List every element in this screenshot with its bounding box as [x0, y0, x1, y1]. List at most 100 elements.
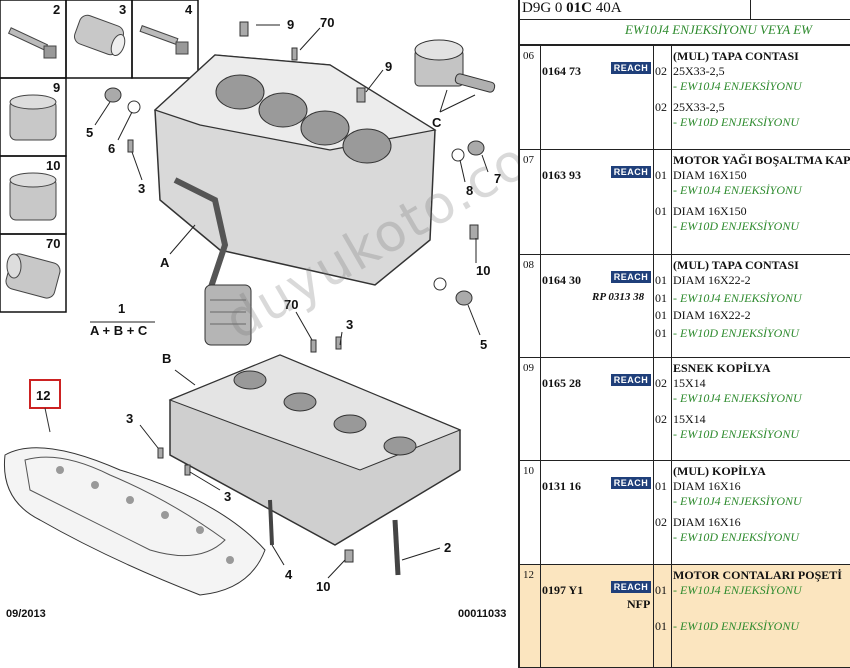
date-code: 09/2013 [6, 608, 46, 620]
quantity: 01 [655, 168, 667, 182]
part-reference-alt: RP 0313 38 [592, 291, 645, 303]
dowel-10-icon [9, 172, 57, 221]
column-divider [671, 461, 672, 564]
callout-9-top: 9 [287, 17, 295, 32]
engine-variant: - EW10J4 ENJEKSİYONU [673, 494, 802, 508]
part-reference: 0165 28 [542, 376, 581, 390]
part-spec: DIAM 16X16 [673, 479, 741, 493]
bedplate-drawing [168, 354, 462, 576]
doc-title-bold: 01C [566, 0, 593, 16]
quantity: 01 [655, 619, 667, 633]
callout-10-right: 10 [476, 263, 491, 278]
part-reference: 0164 30 [542, 273, 581, 287]
part-reference: 0164 73 [542, 64, 581, 78]
parts-list-panel: D9G 0 01C 40A EW10J4 ENJEKSİYONU VEYA EW… [518, 0, 850, 668]
part-spec: 15X14 [673, 376, 706, 390]
item-number: 10 [523, 465, 534, 477]
quantity: 01 [655, 204, 667, 218]
item-number: 06 [523, 50, 534, 62]
parts-row: 09 0165 28 REACH ESNEK KOPİLYA 02 15X14- EW10… [520, 358, 850, 461]
item-number: 09 [523, 362, 534, 374]
callout-9-right: 9 [385, 59, 393, 74]
callout-4: 4 [285, 567, 293, 582]
variant-header: EW10J4 ENJEKSİYONU VEYA EW [625, 22, 812, 37]
quantity: 01 [655, 308, 667, 322]
callout-70-top: 70 [320, 15, 335, 30]
quantity: 01 [655, 273, 667, 287]
column-divider [540, 461, 541, 564]
callout-c: C [432, 115, 442, 130]
quantity: 01 [655, 479, 667, 493]
thumb-label-70: 70 [46, 236, 61, 251]
part-spec: DIAM 16X16 [673, 515, 741, 529]
reach-badge: REACH [611, 374, 651, 386]
callout-assembly: A + B + C [90, 323, 148, 338]
part-spec: DIAM 16X150 [673, 168, 747, 182]
engine-variant: - EW10J4 ENJEKSİYONU [673, 583, 802, 597]
engine-variant: - EW10J4 ENJEKSİYONU [673, 290, 802, 305]
part-spec: 25X33-2,5 [673, 100, 725, 114]
column-divider [671, 255, 672, 357]
doc-title-prefix: D9G 0 [522, 0, 567, 16]
reach-badge: REACH [611, 581, 651, 593]
quantity: 02 [655, 412, 667, 426]
callout-6: 6 [108, 141, 116, 156]
column-divider [671, 150, 672, 254]
long-bolt-icon [139, 25, 189, 55]
callout-1: 1 [118, 301, 126, 316]
callout-a: A [160, 255, 170, 270]
column-divider [671, 46, 672, 149]
quantity: 01 [655, 290, 667, 305]
callout-10-bottom: 10 [316, 579, 331, 594]
callout-7: 7 [494, 171, 502, 186]
thumb-label-2: 2 [53, 2, 61, 17]
column-divider [671, 358, 672, 460]
callout-70-mid: 70 [284, 297, 299, 312]
part-name: (MUL) KOPİLYA [673, 464, 766, 478]
dowel-70-icon [5, 253, 61, 299]
callout-3-left: 3 [138, 181, 146, 196]
thumb-label-10: 10 [46, 158, 61, 173]
dowel-9-icon [9, 94, 57, 141]
item-number: 12 [523, 569, 534, 581]
engine-variant: - EW10J4 ENJEKSİYONU [673, 391, 802, 405]
callout-5-right: 5 [480, 337, 488, 352]
small-parts [104, 21, 485, 563]
quantity: 01 [655, 325, 667, 340]
part-name: ESNEK KOPİLYA [673, 361, 771, 375]
reach-badge: REACH [611, 166, 651, 178]
leader-lines [90, 24, 489, 579]
reach-badge: REACH [611, 62, 651, 74]
callout-3-mid: 3 [346, 317, 354, 332]
callout-3-lower: 3 [126, 411, 134, 426]
column-divider [653, 46, 654, 149]
variant-rule [520, 44, 850, 46]
part-spec: DIAM 16X22-2 [673, 308, 751, 322]
column-divider [540, 565, 541, 667]
part-reference: 0197 Y1 [542, 583, 584, 597]
thumb-label-9: 9 [53, 80, 61, 95]
engine-variant: - EW10D ENJEKSİYONU [673, 115, 799, 129]
quantity: 02 [655, 515, 667, 529]
engine-variant: - EW10D ENJEKSİYONU [673, 219, 799, 233]
title-rule [520, 19, 850, 20]
reach-badge: REACH [611, 477, 651, 489]
engine-variant: - EW10J4 ENJEKSİYONU [673, 79, 802, 93]
engine-variant: - EW10D ENJEKSİYONU [673, 619, 799, 633]
part-name: MOTOR YAĞI BOŞALTMA KAPA [673, 153, 850, 167]
column-divider [540, 150, 541, 254]
quantity: 02 [655, 376, 667, 390]
drawing-number: 00011033 [458, 608, 507, 620]
bolt-icon [7, 27, 57, 59]
engine-block-drawing [153, 54, 437, 346]
doc-title: D9G 0 01C 40A [522, 0, 622, 17]
column-divider [653, 461, 654, 564]
quantity: 02 [655, 100, 667, 114]
column-divider [653, 565, 654, 667]
callout-5-left: 5 [86, 125, 94, 140]
